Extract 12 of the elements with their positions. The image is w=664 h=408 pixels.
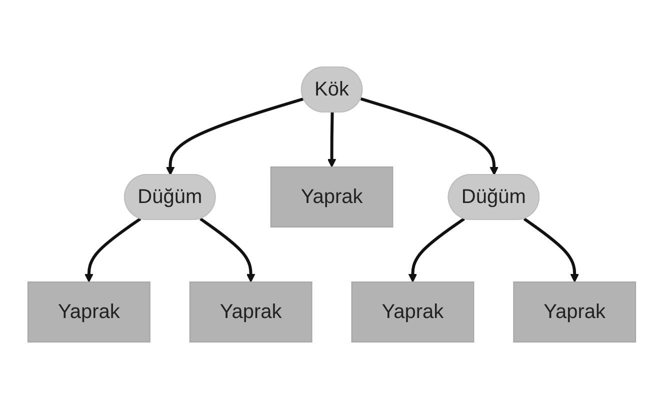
node-box: Yaprak [270,166,394,227]
node-box: Yaprak [513,281,636,342]
arrow [360,96,499,175]
arrow [84,217,142,282]
arrow [166,96,304,175]
arrow [524,217,580,282]
arrow [408,217,466,282]
node-box: Yaprak [190,281,312,342]
arrow [200,217,256,282]
node-box: Yaprak [28,281,151,342]
node-box: Yaprak [352,281,474,342]
arrow [328,112,336,167]
